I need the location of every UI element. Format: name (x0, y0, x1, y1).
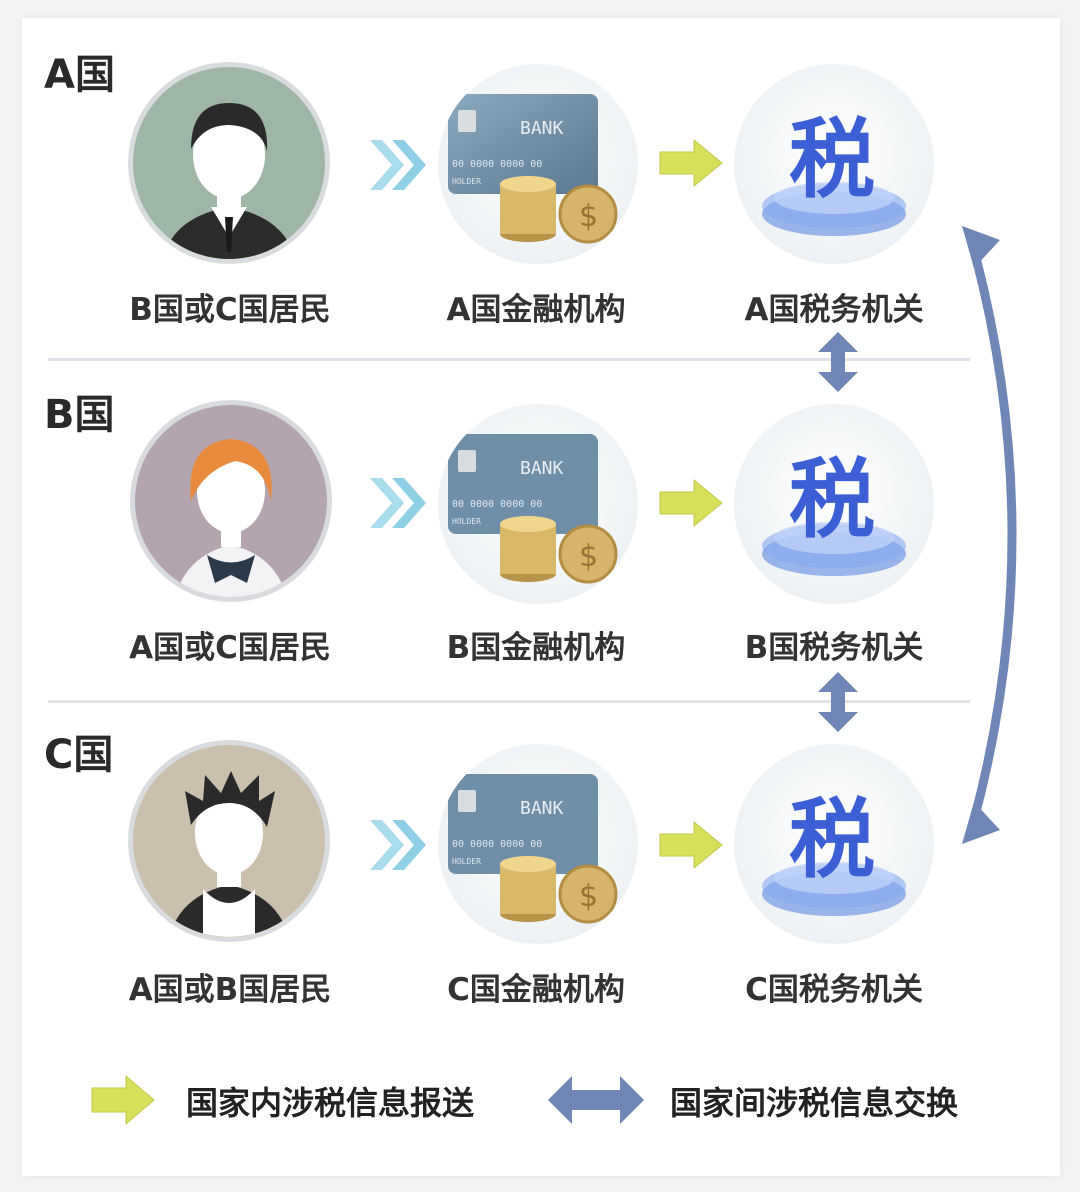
tax-illustration-b: 税 (734, 404, 934, 604)
svg-text:HOLDER: HOLDER (452, 517, 481, 526)
tax-illustration-a: 税 (734, 64, 934, 264)
woman-avatar-icon (175, 439, 287, 597)
yellow-arrow-icon (659, 138, 723, 188)
tax-illustration-c: 税 (734, 744, 934, 944)
tax-icon: 税 (762, 450, 906, 576)
country-label-a: A国 (44, 52, 115, 98)
tax-caption-c: C国税务机关 (745, 972, 923, 1008)
bank-illustration-c: BANK 00 0000 0000 00 HOLDER $ (438, 744, 638, 944)
chevron-arrow-icon (370, 140, 426, 190)
country-label-c: C国 (44, 732, 114, 778)
bank-caption-a: A国金融机构 (446, 292, 626, 328)
vertical-double-arrow-icon (818, 332, 858, 392)
resident-caption-b: A国或C国居民 (129, 630, 331, 666)
bank-illustration-b: BANK 00 0000 0000 00 HOLDER $ (438, 404, 638, 604)
svg-text:00 0000 0000 00: 00 0000 0000 00 (452, 159, 542, 170)
row-divider (48, 358, 970, 361)
svg-text:税: 税 (789, 110, 875, 210)
svg-text:$: $ (579, 879, 598, 914)
yellow-arrow-icon (659, 478, 723, 528)
svg-text:00 0000 0000 00: 00 0000 0000 00 (452, 499, 542, 510)
vertical-double-arrow-icon (818, 672, 858, 732)
bank-card-coins-icon: BANK 00 0000 0000 00 HOLDER $ (448, 94, 618, 244)
bank-card-coins-icon: BANK 00 0000 0000 00 HOLDER $ (448, 434, 618, 584)
svg-text:$: $ (579, 199, 598, 234)
bank-card-coins-icon: BANK 00 0000 0000 00 HOLDER $ (448, 774, 618, 924)
svg-text:HOLDER: HOLDER (452, 177, 481, 186)
resident-avatar-a (128, 62, 330, 264)
svg-text:BANK: BANK (520, 458, 564, 479)
country-label-b: B国 (44, 392, 115, 438)
legend-domestic-label: 国家内涉税信息报送 (186, 1084, 475, 1122)
tax-icon: 税 (762, 790, 906, 916)
svg-text:00 0000 0000 00: 00 0000 0000 00 (452, 839, 542, 850)
yellow-arrow-icon (659, 820, 723, 870)
svg-text:$: $ (579, 539, 598, 574)
resident-avatar-b (130, 400, 332, 602)
svg-text:HOLDER: HOLDER (452, 857, 481, 866)
curved-double-arrow-icon (962, 226, 1017, 844)
svg-text:BANK: BANK (520, 798, 564, 819)
legend-yellow-arrow-icon (91, 1074, 155, 1126)
bank-card-text: BANK (520, 118, 564, 139)
resident-caption-c: A国或B国居民 (128, 972, 332, 1008)
bank-caption-b: B国金融机构 (446, 630, 626, 666)
chevron-arrow-icon (370, 478, 426, 528)
chevron-arrow-icon (370, 820, 426, 870)
tax-icon: 税 (762, 110, 906, 236)
resident-avatar-c (128, 740, 330, 942)
row-divider (48, 700, 970, 703)
man-casual-icon (169, 771, 289, 937)
legend-international-label: 国家间涉税信息交换 (670, 1084, 959, 1122)
bank-caption-c: C国金融机构 (447, 972, 625, 1008)
svg-text:税: 税 (789, 790, 875, 890)
tax-caption-a: A国税务机关 (744, 292, 924, 328)
bank-illustration-a: BANK 00 0000 0000 00 HOLDER $ (438, 64, 638, 264)
svg-text:税: 税 (789, 450, 875, 550)
legend-double-arrow-icon (548, 1076, 644, 1124)
tax-caption-b: B国税务机关 (744, 630, 924, 666)
man-suit-icon (163, 103, 295, 259)
resident-caption-a: B国或C国居民 (129, 292, 331, 328)
